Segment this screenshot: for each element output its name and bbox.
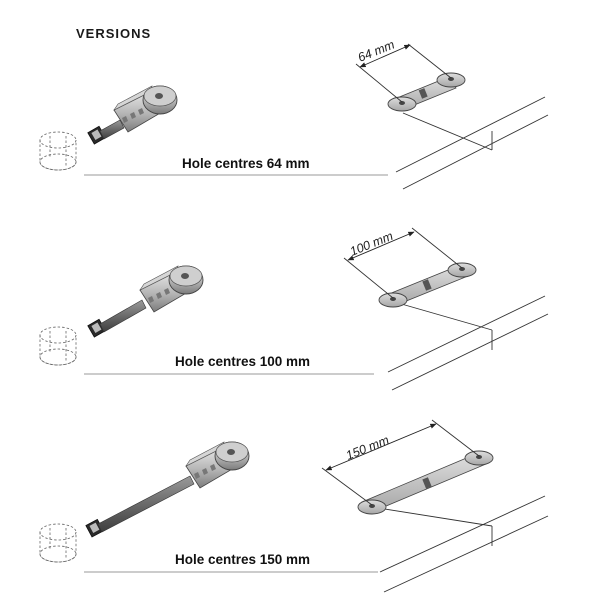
version-64mm: Hole centres 64 mm 64 mm	[39, 37, 549, 190]
mounting-plate-150mm-icon	[357, 450, 494, 515]
panel-100mm-icon	[387, 295, 549, 391]
panel-64mm-icon	[395, 96, 549, 190]
caption-150mm: Hole centres 150 mm	[175, 552, 310, 567]
dimension-label-64mm: 64 mm	[356, 37, 397, 64]
connector-fitting-150mm-icon	[85, 441, 250, 538]
dimension-100mm: 100 mm	[343, 227, 463, 299]
mounting-plate-64mm-icon	[387, 72, 466, 112]
caption-100mm: Hole centres 100 mm	[175, 354, 310, 369]
mounting-plate-100mm-icon	[378, 262, 477, 308]
connector-fitting-100mm-icon	[87, 265, 204, 338]
cam-housing-outline-icon	[39, 131, 77, 171]
version-100mm: Hole centres 100 mm 100 mm	[39, 227, 549, 391]
dimension-label-150mm: 150 mm	[344, 433, 391, 463]
connector-fitting-64mm-icon	[87, 85, 178, 145]
panel-150mm-icon	[371, 495, 549, 593]
caption-64mm: Hole centres 64 mm	[182, 156, 310, 171]
dimension-label-100mm: 100 mm	[348, 229, 395, 259]
cam-housing-outline-icon	[39, 523, 77, 563]
versions-heading: VERSIONS	[76, 26, 151, 41]
version-150mm: Hole centres 150 mm 150 mm	[39, 419, 549, 593]
cam-housing-outline-icon	[39, 326, 77, 366]
